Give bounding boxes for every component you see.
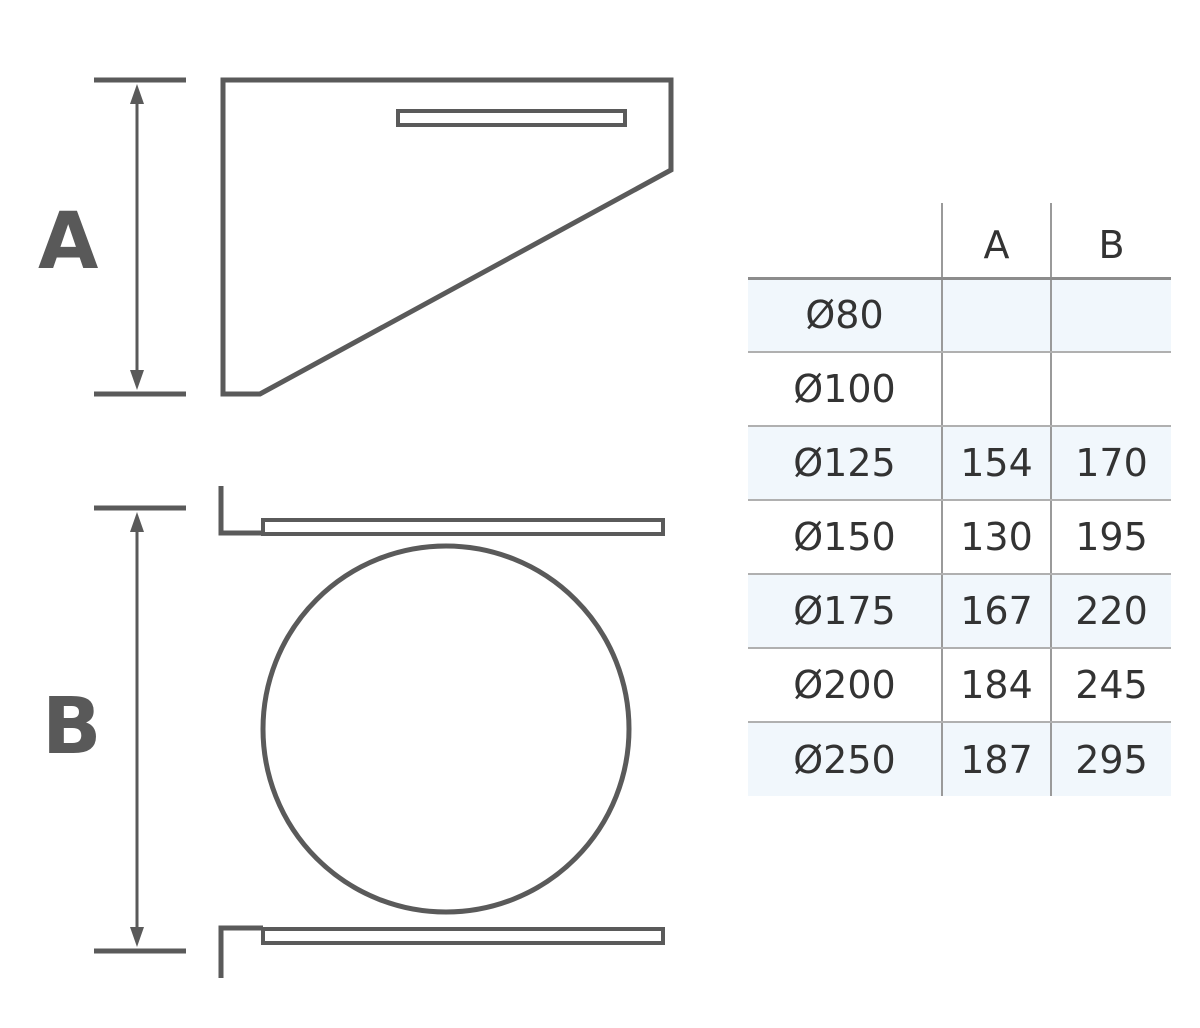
cell-diameter: Ø100: [748, 352, 942, 427]
cell-diameter: Ø80: [748, 278, 942, 353]
cell-diameter: Ø125: [748, 426, 942, 501]
bracket-top-plate: [218, 486, 263, 536]
cell-a: [941, 352, 1051, 427]
cell-b: 245: [1050, 648, 1171, 723]
cell-a: 184: [941, 648, 1051, 723]
cell-a: 187: [941, 722, 1051, 796]
cell-b: 220: [1050, 574, 1171, 649]
cell-diameter: Ø150: [748, 500, 942, 575]
header-diameter: [748, 203, 942, 280]
cell-b: [1050, 352, 1171, 427]
table-row: Ø250 187 295: [748, 722, 1171, 796]
dim-a-arrow-up: [130, 84, 144, 104]
bracket-top-slot: [261, 518, 665, 536]
table-row: Ø150 130 195: [748, 500, 1171, 575]
header-a: A: [941, 203, 1051, 280]
cell-b: [1050, 278, 1171, 353]
cell-b: 170: [1050, 426, 1171, 501]
table-row: Ø125 154 170: [748, 426, 1171, 501]
table-row: Ø200 184 245: [748, 648, 1171, 723]
cell-diameter: Ø250: [748, 722, 942, 796]
cell-b: 195: [1050, 500, 1171, 575]
duct-circle: [260, 543, 632, 915]
dimension-a-label: A: [38, 197, 99, 287]
cell-diameter: Ø200: [748, 648, 942, 723]
bracket-bottom-slot: [261, 927, 665, 945]
cell-a: 154: [941, 426, 1051, 501]
dim-b-arrow-down: [130, 927, 144, 947]
table-row: Ø175 167 220: [748, 574, 1171, 649]
dim-a-arrow-down: [130, 370, 144, 390]
dimension-b-label: B: [42, 682, 102, 772]
size-table: A B Ø80 Ø100 Ø125 154 170 Ø150 130 195 Ø…: [748, 203, 1171, 796]
cell-b: 295: [1050, 722, 1171, 796]
header-b: B: [1050, 203, 1171, 280]
table-header-row: A B: [748, 203, 1171, 280]
dim-b-arrow-up: [130, 512, 144, 532]
cell-a: 167: [941, 574, 1051, 649]
table-row: Ø80: [748, 278, 1171, 353]
cell-diameter: Ø175: [748, 574, 942, 649]
bracket-side-outline: [220, 77, 674, 397]
cell-a: 130: [941, 500, 1051, 575]
bracket-side-slot: [396, 109, 627, 127]
bracket-bottom-plate: [218, 925, 263, 978]
table-row: Ø100: [748, 352, 1171, 427]
cell-a: [941, 278, 1051, 353]
